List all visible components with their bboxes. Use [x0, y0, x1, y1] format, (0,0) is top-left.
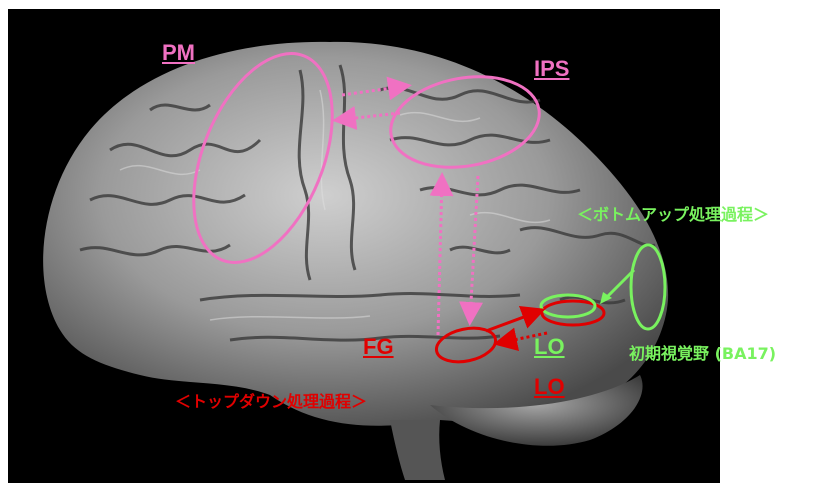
bottom-up-label: ＜ボトムアップ処理過程＞: [577, 201, 769, 225]
v1-label: 初期視覚野 (BA17): [629, 340, 776, 364]
brain-cortex: [43, 42, 668, 426]
lo-label-green: LO: [534, 334, 565, 360]
pm-label: PM: [162, 40, 195, 66]
top-down-label: ＜トップダウン処理過程＞: [175, 388, 367, 412]
ips-label: IPS: [534, 56, 569, 82]
lo-label-red: LO: [534, 374, 565, 400]
fg-label: FG: [363, 334, 394, 360]
brainstem: [390, 420, 445, 480]
